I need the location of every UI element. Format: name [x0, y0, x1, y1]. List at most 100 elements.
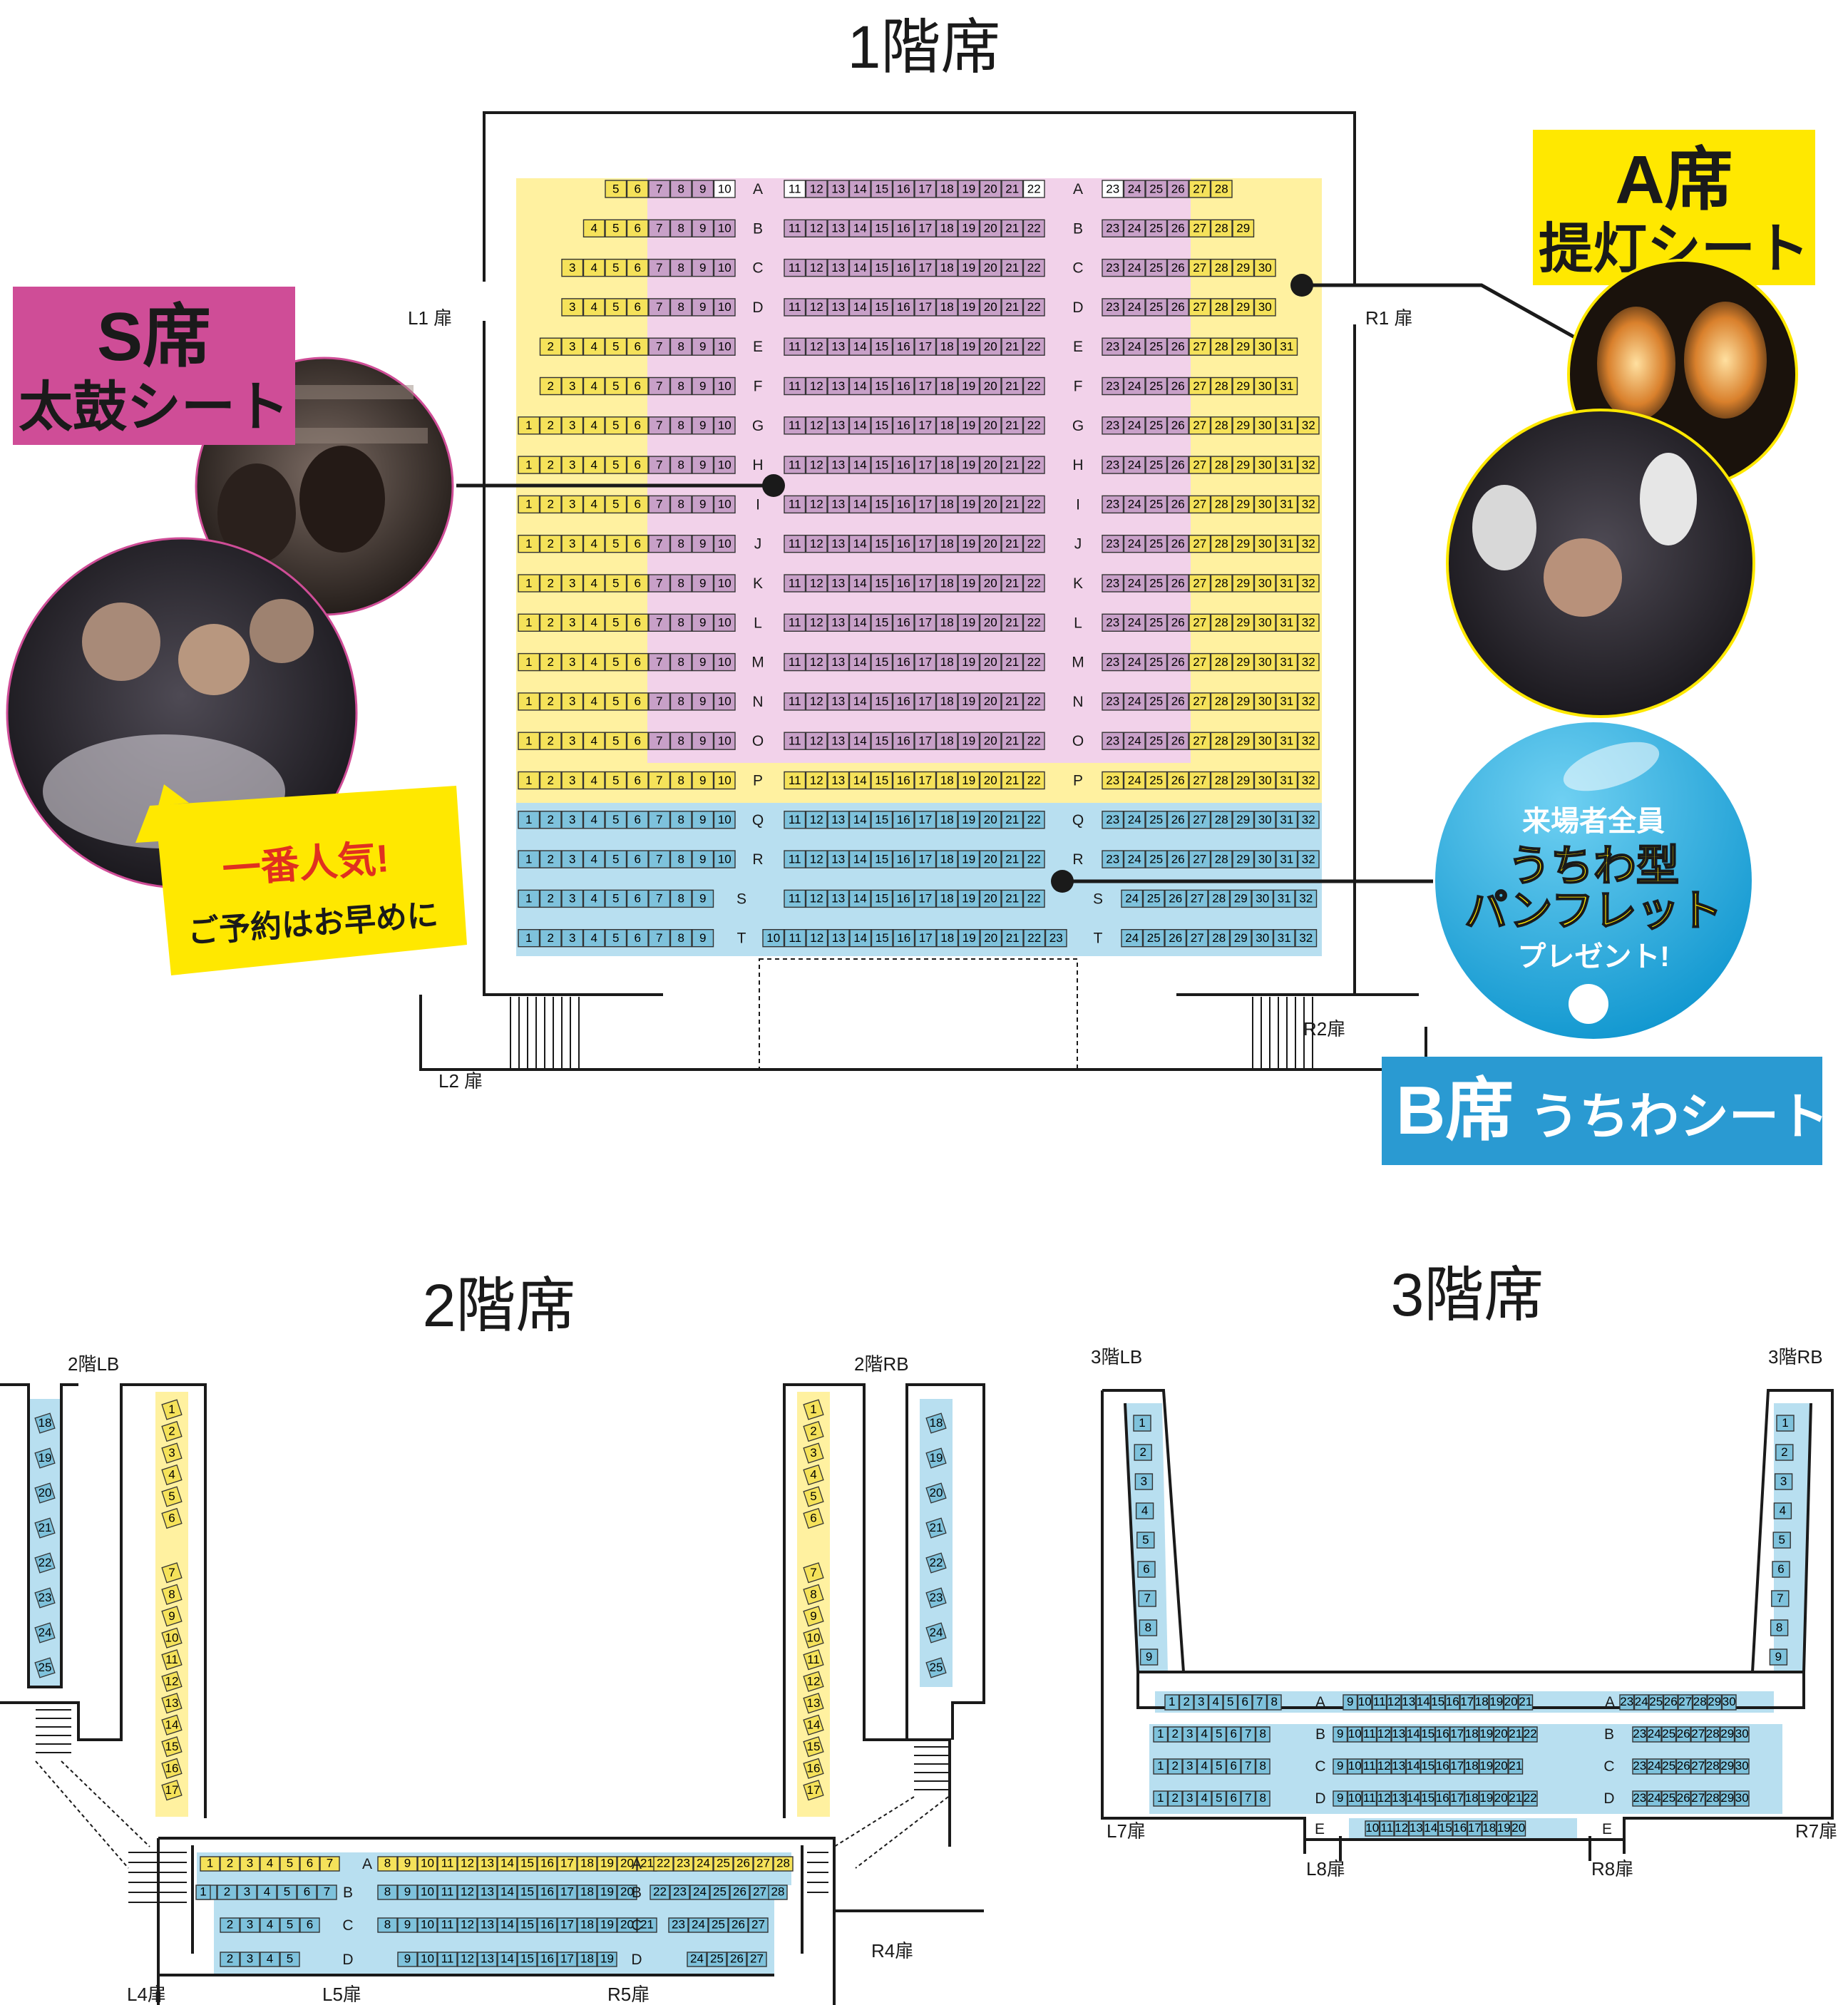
seat-1f-R-11[interactable]: 11: [784, 850, 806, 868]
seat-1f-A-9[interactable]: 9: [692, 180, 714, 198]
seat-3f-B-17[interactable]: 17: [1449, 1726, 1465, 1743]
seat-1f-G-12[interactable]: 12: [805, 416, 828, 435]
seat-2f-B-26[interactable]: 26: [729, 1885, 750, 1900]
seat-3f-A-16[interactable]: 16: [1444, 1694, 1460, 1711]
seat-1f-B-4[interactable]: 4: [582, 219, 605, 237]
seat-1f-S-3[interactable]: 3: [561, 889, 584, 908]
seat-1f-K-22[interactable]: 22: [1022, 574, 1045, 593]
seat-3f-D-16[interactable]: 16: [1434, 1790, 1450, 1807]
seat-1f-N-32[interactable]: 32: [1297, 692, 1320, 711]
seat-1f-B-26[interactable]: 26: [1166, 219, 1189, 237]
seat-1f-I-23[interactable]: 23: [1102, 495, 1124, 514]
seat-3f-D-12[interactable]: 12: [1376, 1790, 1392, 1807]
seat-2f-D-3[interactable]: 3: [240, 1952, 260, 1967]
seat-2f-lb-inner-1[interactable]: 1: [161, 1399, 183, 1420]
seat-1f-N-22[interactable]: 22: [1022, 692, 1045, 711]
seat-1f-L-15[interactable]: 15: [871, 613, 893, 632]
seat-1f-H-22[interactable]: 22: [1022, 456, 1045, 474]
seat-1f-O-29[interactable]: 29: [1232, 732, 1255, 750]
seat-1f-D-10[interactable]: 10: [713, 298, 736, 317]
seat-1f-F-17[interactable]: 17: [914, 376, 937, 396]
seat-1f-J-28[interactable]: 28: [1210, 535, 1233, 553]
seat-3f-A-17[interactable]: 17: [1459, 1694, 1475, 1711]
seat-3f-C-24[interactable]: 24: [1646, 1758, 1662, 1775]
seat-1f-O-6[interactable]: 6: [626, 732, 649, 750]
seat-1f-L-12[interactable]: 12: [805, 613, 828, 632]
seat-1f-I-9[interactable]: 9: [692, 495, 714, 514]
seat-1f-F-3[interactable]: 3: [561, 376, 584, 396]
seat-1f-F-2[interactable]: 2: [539, 376, 562, 396]
seat-1f-E-2[interactable]: 2: [539, 337, 562, 356]
seat-3f-lb-7[interactable]: 7: [1138, 1590, 1156, 1607]
seat-2f-C-17[interactable]: 17: [557, 1917, 578, 1933]
seat-1f-L-28[interactable]: 28: [1210, 613, 1233, 632]
seat-1f-M-25[interactable]: 25: [1145, 652, 1168, 672]
seat-1f-P-30[interactable]: 30: [1253, 771, 1276, 790]
seat-3f-D-6[interactable]: 6: [1226, 1790, 1241, 1807]
seat-1f-E-22[interactable]: 22: [1022, 337, 1045, 356]
seat-1f-I-27[interactable]: 27: [1189, 495, 1211, 514]
seat-1f-P-29[interactable]: 29: [1232, 771, 1255, 790]
seat-3f-B-6[interactable]: 6: [1226, 1726, 1241, 1743]
seat-2f-D-17[interactable]: 17: [557, 1952, 578, 1967]
seat-1f-H-23[interactable]: 23: [1102, 456, 1124, 474]
seat-2f-lb-inner-3[interactable]: 3: [161, 1442, 183, 1464]
seat-3f-B-20[interactable]: 20: [1493, 1726, 1509, 1743]
seat-1f-I-26[interactable]: 26: [1166, 495, 1189, 514]
seat-2f-rb-inner-13[interactable]: 13: [803, 1693, 824, 1714]
seat-1f-O-18[interactable]: 18: [935, 732, 958, 750]
seat-1f-D-12[interactable]: 12: [805, 298, 828, 317]
seat-1f-N-14[interactable]: 14: [848, 692, 871, 711]
seat-2f-lb-outer-18[interactable]: 18: [34, 1412, 56, 1434]
seat-1f-O-25[interactable]: 25: [1145, 732, 1168, 750]
seat-3f-A-23[interactable]: 23: [1619, 1694, 1635, 1711]
seat-1f-R-26[interactable]: 26: [1166, 850, 1189, 868]
seat-1f-C-12[interactable]: 12: [805, 258, 828, 277]
seat-1f-A-22[interactable]: 22: [1022, 180, 1045, 198]
seat-1f-C-15[interactable]: 15: [871, 258, 893, 277]
seat-1f-I-3[interactable]: 3: [561, 495, 584, 514]
seat-1f-E-4[interactable]: 4: [582, 337, 605, 356]
seat-1f-K-3[interactable]: 3: [561, 574, 584, 593]
seat-2f-A-4[interactable]: 4: [260, 1856, 280, 1872]
seat-1f-R-28[interactable]: 28: [1210, 850, 1233, 868]
seat-2f-C-15[interactable]: 15: [517, 1917, 538, 1933]
seat-2f-B-5[interactable]: 5: [277, 1885, 297, 1900]
seat-1f-D-9[interactable]: 9: [692, 298, 714, 317]
seat-1f-Q-7[interactable]: 7: [648, 811, 671, 829]
seat-2f-A-6[interactable]: 6: [299, 1856, 320, 1872]
seat-1f-S-14[interactable]: 14: [848, 889, 871, 908]
seat-1f-I-12[interactable]: 12: [805, 495, 828, 514]
seat-1f-T-6[interactable]: 6: [626, 928, 649, 948]
seat-1f-A-25[interactable]: 25: [1145, 180, 1168, 198]
seat-1f-M-24[interactable]: 24: [1123, 652, 1146, 672]
seat-1f-T-5[interactable]: 5: [605, 928, 627, 948]
seat-2f-C-21[interactable]: 21: [637, 1917, 657, 1933]
seat-2f-lb-inner-13[interactable]: 13: [161, 1693, 183, 1714]
seat-2f-rb-inner-11[interactable]: 11: [803, 1649, 824, 1671]
seat-1f-S-1[interactable]: 1: [518, 889, 540, 908]
seat-2f-B-13[interactable]: 13: [477, 1885, 498, 1900]
seat-1f-Q-13[interactable]: 13: [827, 811, 850, 829]
seat-1f-O-19[interactable]: 19: [958, 732, 980, 750]
seat-1f-T-16[interactable]: 16: [893, 928, 915, 948]
seat-2f-lb-outer-24[interactable]: 24: [34, 1622, 56, 1644]
seat-1f-J-1[interactable]: 1: [518, 535, 540, 553]
seat-1f-P-28[interactable]: 28: [1210, 771, 1233, 790]
seat-1f-T-15[interactable]: 15: [871, 928, 893, 948]
seat-1f-D-8[interactable]: 8: [669, 298, 692, 317]
seat-1f-A-10[interactable]: 10: [713, 180, 736, 198]
seat-2f-lb-inner-16[interactable]: 16: [161, 1758, 183, 1779]
seat-2f-C-13[interactable]: 13: [477, 1917, 498, 1933]
seat-1f-H-31[interactable]: 31: [1275, 456, 1298, 474]
seat-2f-D-5[interactable]: 5: [279, 1952, 300, 1967]
seat-1f-N-3[interactable]: 3: [561, 692, 584, 711]
seat-1f-N-30[interactable]: 30: [1253, 692, 1276, 711]
seat-3f-C-10[interactable]: 10: [1347, 1758, 1362, 1775]
seat-1f-D-26[interactable]: 26: [1166, 298, 1189, 317]
seat-1f-J-7[interactable]: 7: [648, 535, 671, 553]
seat-3f-A-10[interactable]: 10: [1357, 1694, 1372, 1711]
seat-2f-A-11[interactable]: 11: [437, 1856, 458, 1872]
seat-1f-M-29[interactable]: 29: [1232, 652, 1255, 672]
seat-1f-T-10[interactable]: 10: [762, 928, 785, 948]
